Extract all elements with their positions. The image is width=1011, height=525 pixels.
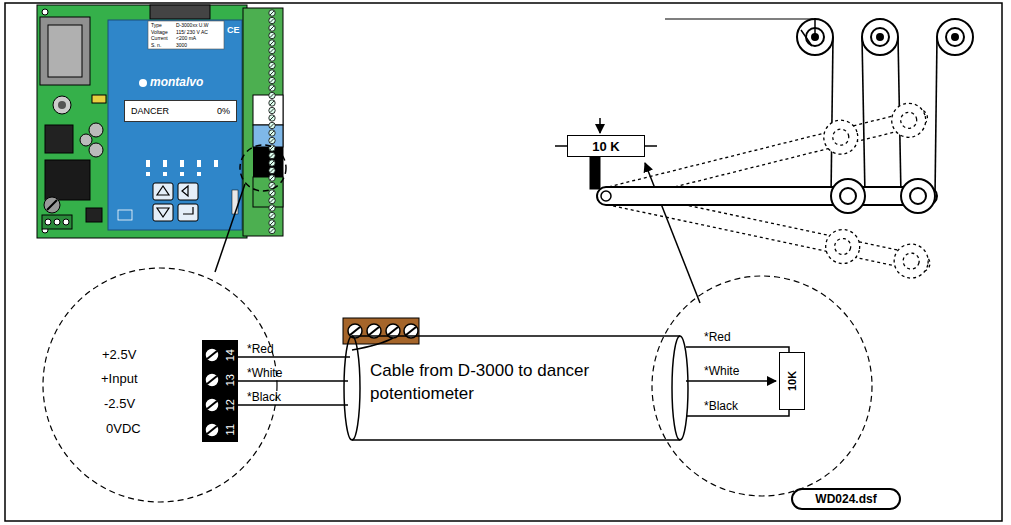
frame	[5, 3, 1002, 521]
wire-color: *Red	[704, 331, 731, 344]
rating-label-text: 115/ 230 V AC	[176, 30, 208, 36]
controller-board	[37, 5, 283, 238]
node-text: Cable from D-3000 to dancer potentiomete…	[370, 360, 660, 406]
terminal-block	[202, 340, 238, 442]
node-text: 0%	[217, 106, 230, 116]
signal-name: +2.5V	[102, 348, 136, 362]
signal-name: +Input	[101, 372, 138, 386]
terminal-strip-screws	[269, 10, 275, 234]
wire-color: *Black	[704, 400, 738, 413]
pin-number: 14	[224, 349, 236, 361]
dancer-illustration	[555, 19, 973, 282]
rating-label-text: Current	[151, 36, 168, 42]
zoom-circle	[43, 268, 277, 502]
wire-color: *Red	[247, 343, 274, 356]
zoom-circle	[652, 276, 872, 496]
pot-wires	[686, 347, 789, 416]
zoom-leader	[215, 184, 245, 272]
resistor-symbol: 10K	[779, 352, 805, 410]
cable-text-area: Cable from D-3000 to dancer potentiomete…	[370, 360, 660, 416]
zoom-circle	[240, 145, 286, 191]
rating-label-text: Type	[151, 23, 162, 29]
rating-label-text: D-3000xx U.W	[176, 23, 209, 29]
pin-number: 12	[224, 399, 236, 411]
shield-terminal	[343, 318, 419, 344]
rating-label-text: S. n.	[151, 43, 161, 49]
drawing-id-box: WD024.dsf	[791, 488, 901, 510]
signal-name: -2.5V	[104, 397, 135, 411]
display-box: DANCER 0%	[124, 100, 237, 122]
wire-color: *White	[247, 367, 282, 380]
rating-label-text: CE	[227, 26, 240, 36]
shield-wire	[352, 338, 393, 350]
rating-label-text: <200 mA	[176, 36, 196, 42]
node-text: 10 K	[592, 139, 619, 154]
brand-logo: montalvo	[150, 76, 203, 89]
wires	[238, 357, 350, 405]
node-text: 10K	[786, 371, 798, 391]
resistor-symbol: 10 K	[567, 135, 645, 157]
node-text: WD024.dsf	[815, 492, 876, 506]
wire-color: *White	[704, 365, 739, 378]
pointer-arrow	[645, 163, 700, 303]
pin-number: 13	[224, 374, 236, 386]
rating-label-text: 3000	[176, 43, 187, 49]
wire-color: *Black	[247, 391, 281, 404]
rating-label-text: Voltage	[151, 30, 168, 36]
signal-name: 0VDC	[106, 422, 141, 436]
cable	[344, 336, 688, 440]
node-text: DANCER	[131, 106, 169, 116]
pin-number: 11	[224, 424, 236, 435]
